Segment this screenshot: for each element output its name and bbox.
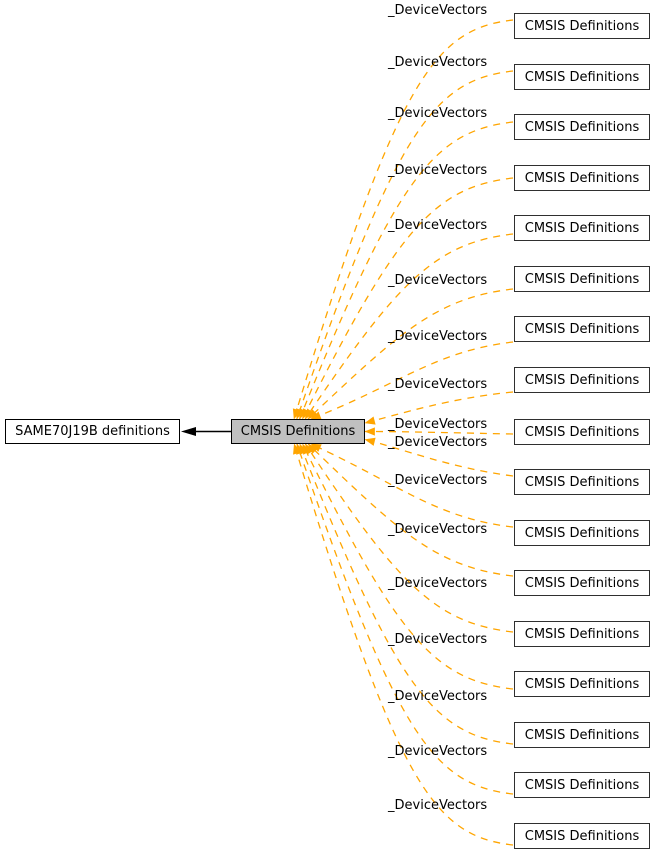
edge-label-devicevectors: _DeviceVectors (388, 218, 488, 233)
node-cmsis-definitions[interactable]: CMSIS Definitions (514, 671, 650, 697)
node-cmsis-definitions[interactable]: CMSIS Definitions (514, 722, 650, 748)
edge-label-devicevectors: _DeviceVectors (388, 522, 488, 537)
node-cmsis-definitions[interactable]: CMSIS Definitions (514, 367, 650, 393)
edge-label-devicevectors: _DeviceVectors (388, 744, 488, 759)
edge-label-devicevectors: _DeviceVectors (388, 576, 488, 591)
edge-label-devicevectors: _DeviceVectors (388, 377, 488, 392)
node-cmsis-definitions[interactable]: CMSIS Definitions (514, 823, 650, 849)
edge-label-devicevectors: _DeviceVectors (388, 435, 488, 450)
edge-label-devicevectors: _DeviceVectors (388, 329, 488, 344)
edge-label-devicevectors: _DeviceVectors (388, 55, 488, 70)
edge-label-devicevectors: _DeviceVectors (388, 163, 488, 178)
node-cmsis-definitions[interactable]: CMSIS Definitions (514, 266, 650, 292)
node-cmsis-definitions[interactable]: CMSIS Definitions (514, 419, 650, 445)
edge-label-devicevectors: _DeviceVectors (388, 417, 488, 432)
node-cmsis-definitions[interactable]: CMSIS Definitions (514, 316, 650, 342)
edge-label-devicevectors: _DeviceVectors (388, 473, 488, 488)
edge-label-devicevectors: _DeviceVectors (388, 798, 488, 813)
node-cmsis-definitions[interactable]: CMSIS Definitions (514, 114, 650, 140)
node-cmsis-definitions[interactable]: CMSIS Definitions (514, 469, 650, 495)
edge-label-devicevectors: _DeviceVectors (388, 3, 488, 18)
node-same70j19b-definitions[interactable]: SAME70J19B definitions (5, 419, 180, 444)
node-cmsis-definitions[interactable]: CMSIS Definitions (514, 621, 650, 647)
node-cmsis-definitions[interactable]: CMSIS Definitions (514, 772, 650, 798)
node-cmsis-definitions[interactable]: CMSIS Definitions (514, 13, 650, 39)
node-cmsis-definitions[interactable]: CMSIS Definitions (514, 215, 650, 241)
edge-label-devicevectors: _DeviceVectors (388, 106, 488, 121)
node-cmsis-definitions[interactable]: CMSIS Definitions (514, 570, 650, 596)
node-cmsis-definitions[interactable]: CMSIS Definitions (514, 165, 650, 191)
node-cmsis-definitions[interactable]: CMSIS Definitions (514, 520, 650, 546)
edge-label-devicevectors: _DeviceVectors (388, 273, 488, 288)
edge-label-devicevectors: _DeviceVectors (388, 689, 488, 704)
node-cmsis-definitions-current[interactable]: CMSIS Definitions (231, 419, 365, 444)
node-cmsis-definitions[interactable]: CMSIS Definitions (514, 64, 650, 90)
edge-label-devicevectors: _DeviceVectors (388, 632, 488, 647)
